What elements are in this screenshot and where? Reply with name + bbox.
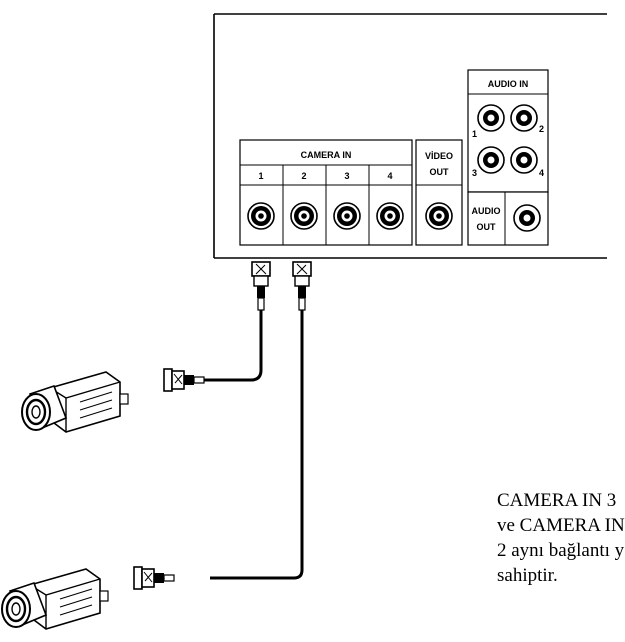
- caption-line-4: sahiptir.: [497, 565, 558, 586]
- camera-icon: [0, 567, 110, 631]
- camera-in-jack-2[interactable]: [290, 202, 318, 230]
- audio-in-number-1: 1: [472, 129, 477, 139]
- bnc-connector-icon: [251, 261, 271, 311]
- camera-in-label: CAMERA IN: [301, 150, 352, 160]
- bnc-connector-icon: [133, 566, 175, 590]
- channel-number-2: 2: [301, 171, 306, 181]
- connection-diagram: CAMERA IN 1 2 3 4 VİDEO OUT AUDIO IN 1 2…: [0, 13, 607, 631]
- camera-in-block: CAMERA IN 1 2 3 4: [239, 139, 413, 246]
- camera-in-jack-4[interactable]: [376, 202, 404, 230]
- dvr-rear-panel: [213, 13, 607, 259]
- channel-number-1: 1: [258, 171, 263, 181]
- audio-out-label-line2: OUT: [477, 222, 497, 232]
- caption-line-3: 2 aynı bağlantı y: [497, 540, 625, 561]
- caption-text: CAMERA IN 3 ve CAMERA IN 2 aynı bağlantı…: [497, 488, 625, 588]
- bnc-connector-icon: [163, 368, 205, 392]
- bnc-connector-icon: [292, 261, 312, 311]
- cable-2: [133, 261, 312, 590]
- video-out-jack[interactable]: [425, 202, 453, 230]
- channel-number-4: 4: [387, 171, 392, 181]
- audio-in-number-2: 2: [539, 124, 544, 134]
- video-out-block: VİDEO OUT: [415, 139, 463, 246]
- camera-in-jack-3[interactable]: [333, 202, 361, 230]
- audio-out-label-line1: AUDIO: [472, 206, 501, 216]
- channel-number-3: 3: [344, 171, 349, 181]
- cable-1: [163, 261, 271, 392]
- video-out-label-line2: OUT: [430, 167, 450, 177]
- audio-out-block: AUDIO OUT: [467, 191, 549, 246]
- audio-in-label: AUDIO IN: [488, 79, 529, 89]
- video-out-label-line1: VİDEO: [425, 151, 453, 161]
- caption-line-2: ve CAMERA IN: [497, 515, 625, 536]
- camera-icon: [20, 370, 130, 434]
- audio-in-block: AUDIO IN 1 2 3 4: [467, 69, 549, 193]
- camera-in-jack-1[interactable]: [247, 202, 275, 230]
- audio-in-number-4: 4: [539, 168, 544, 178]
- caption-line-1: CAMERA IN 3: [497, 490, 617, 511]
- audio-in-number-3: 3: [472, 168, 477, 178]
